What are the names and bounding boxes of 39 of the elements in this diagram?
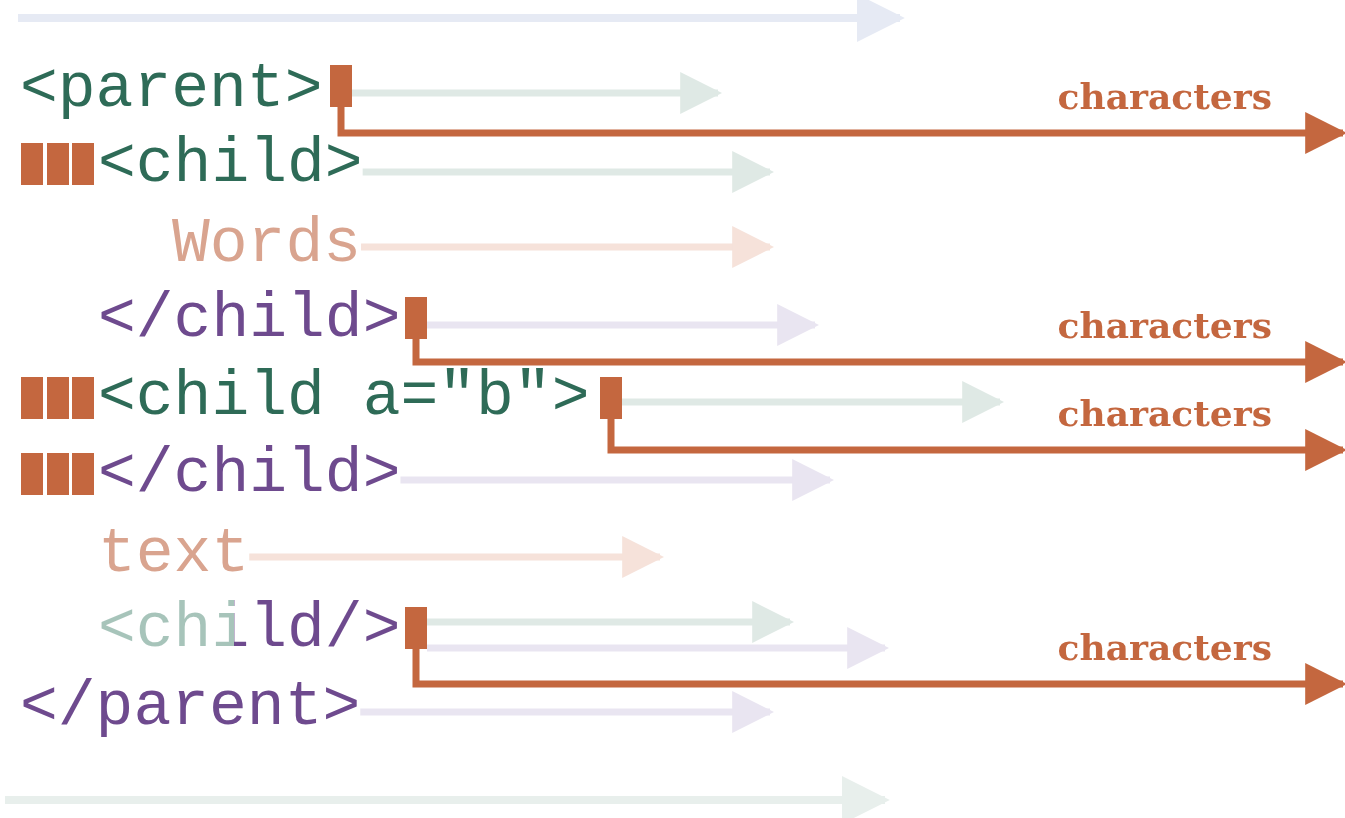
edge-label: characters <box>1057 392 1272 434</box>
xml-tag: text <box>98 525 250 585</box>
arrow <box>622 381 1005 423</box>
edge-label: characters <box>1057 75 1272 117</box>
whitespace-block <box>21 143 43 185</box>
whitespace-block <box>405 297 427 339</box>
xml-tag: </child> <box>98 290 401 350</box>
arrow <box>362 151 775 193</box>
whitespace-block <box>72 453 94 495</box>
arrow <box>427 601 795 643</box>
whitespace-block <box>47 453 69 495</box>
whitespace-block <box>47 377 69 419</box>
arrow <box>361 226 775 268</box>
whitespace-block <box>21 453 43 495</box>
edge-label: characters <box>1057 304 1272 346</box>
xml-tag: </child> <box>98 445 401 505</box>
whitespace-block <box>72 143 94 185</box>
whitespace-block <box>405 607 427 649</box>
arrow <box>400 459 835 501</box>
arrow <box>360 691 775 733</box>
arrow <box>249 536 665 578</box>
whitespace-block <box>21 377 43 419</box>
arrow <box>427 304 820 346</box>
arrow <box>607 419 1345 471</box>
xml-tag: <child a="b"> <box>98 368 590 428</box>
arrow <box>427 627 890 669</box>
arrow <box>337 107 1345 154</box>
arrow <box>412 649 1345 705</box>
xml-tag: </parent> <box>20 678 361 738</box>
whitespace-block <box>600 377 622 419</box>
whitespace-block <box>72 377 94 419</box>
xml-tag: <parent> <box>20 60 323 120</box>
arrow <box>352 72 723 114</box>
xml-tag: <child> <box>98 135 363 195</box>
whitespace-block <box>47 143 69 185</box>
edge-label: characters <box>1057 626 1272 668</box>
arrow <box>412 339 1345 383</box>
xml-tag: Words <box>172 215 362 275</box>
whitespace-block <box>330 65 352 107</box>
